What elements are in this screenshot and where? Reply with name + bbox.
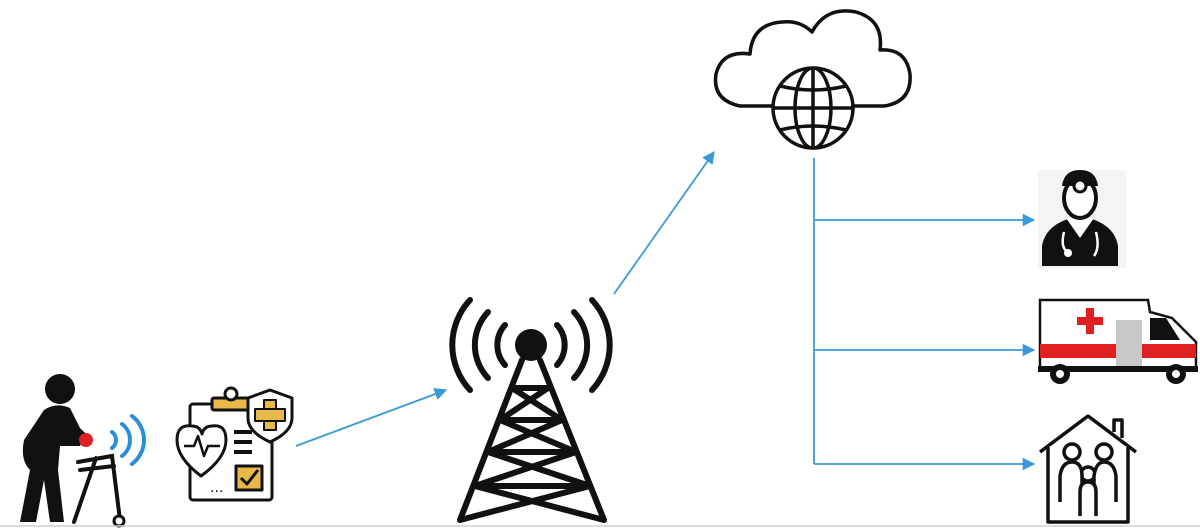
arrow-tower-to-cloud	[613, 150, 715, 295]
connectors	[295, 150, 1036, 471]
arrow-record-to-tower	[295, 388, 448, 447]
health-clipboard-shield-icon: ...	[175, 386, 294, 502]
ambulance-icon	[1038, 298, 1198, 384]
cloud-globe-icon	[713, 9, 912, 150]
doctor-icon	[1038, 170, 1126, 268]
svg-text:...: ...	[210, 480, 223, 496]
elderly-walker-wearable-icon	[20, 374, 146, 528]
wireless-signal-icon	[110, 414, 146, 466]
cell-tower-icon	[449, 297, 613, 523]
family-home-icon	[1038, 414, 1138, 524]
